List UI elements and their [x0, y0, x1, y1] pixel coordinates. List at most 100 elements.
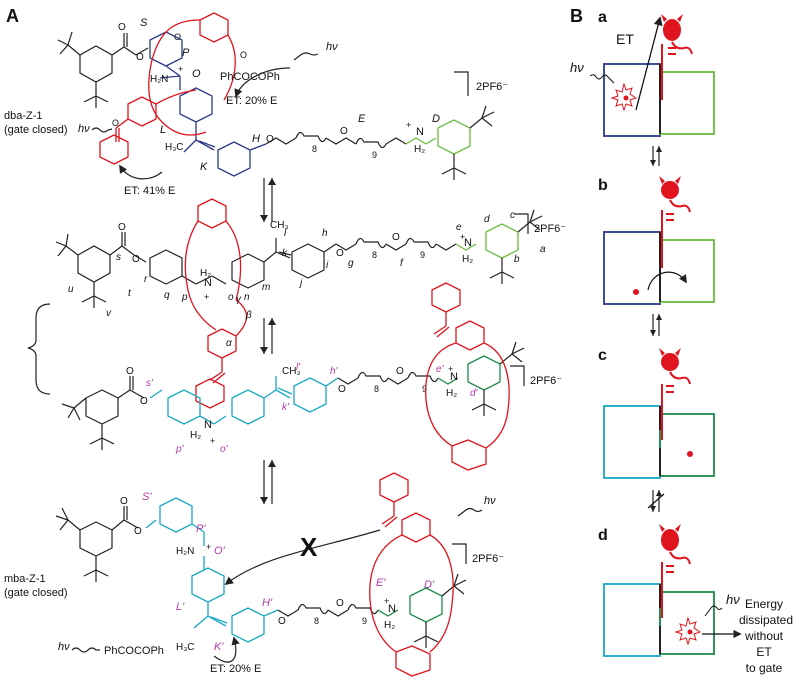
svg-text:O: O: [112, 118, 119, 128]
svg-text:E': E': [376, 577, 386, 589]
equilibrium-arrow-1: [260, 178, 276, 222]
svg-text:ET: 20% E: ET: 20% E: [210, 663, 261, 675]
svg-text:P: P: [182, 47, 190, 59]
svg-text:O: O: [134, 526, 142, 537]
svg-text:mba-Z-1: mba-Z-1: [4, 573, 46, 585]
scheme-a: a ET hν: [570, 9, 715, 137]
svg-text:L': L': [176, 601, 185, 613]
svg-text:O: O: [266, 134, 274, 145]
svg-text:c: c: [598, 347, 607, 364]
svg-text:d: d: [484, 214, 490, 225]
svg-text:v: v: [106, 308, 112, 319]
svg-text:PhCOCOPh: PhCOCOPh: [104, 645, 164, 657]
svg-text:p': p': [175, 444, 185, 455]
svg-text:8: 8: [372, 250, 377, 260]
svg-text:O: O: [120, 496, 128, 507]
arrow-b-c: [650, 314, 662, 336]
svg-text:+: +: [210, 436, 215, 446]
svg-text:m: m: [262, 282, 270, 293]
svg-text:dissipated: dissipated: [739, 613, 793, 627]
svg-text:K: K: [200, 161, 208, 173]
svg-text:H₂: H₂: [414, 144, 425, 155]
svg-text:P': P': [196, 523, 206, 535]
svg-text:e: e: [456, 222, 462, 233]
svg-text:j: j: [298, 278, 303, 289]
svg-text:H₂: H₂: [446, 388, 457, 399]
label-dba: dba-Z-1: [4, 110, 43, 122]
svg-text:+: +: [384, 596, 389, 606]
svg-text:E: E: [358, 113, 366, 125]
blocked-et-x: X: [300, 532, 318, 562]
svg-text:CH₃: CH₃: [270, 220, 289, 231]
svg-text:n: n: [244, 292, 250, 303]
svg-text:H₂N: H₂N: [150, 74, 168, 85]
svg-text:O: O: [118, 222, 126, 233]
svg-text:(gate closed): (gate closed): [4, 587, 68, 599]
svg-text:2PF6⁻: 2PF6⁻: [530, 375, 562, 387]
svg-text:q: q: [164, 290, 170, 301]
svg-text:α: α: [226, 338, 232, 349]
svg-text:D: D: [432, 113, 440, 125]
structure-e-1-ring-on-dbp: O O CH₃ H₂ N + O 8 O 9 + N: [61, 282, 562, 471]
svg-text:H₂N: H₂N: [176, 546, 194, 557]
svg-text:hν: hν: [726, 592, 740, 607]
svg-text:2PF6⁻: 2PF6⁻: [534, 223, 566, 235]
svg-text:O: O: [136, 52, 144, 63]
svg-text:PhCOCOPh: PhCOCOPh: [220, 71, 280, 83]
equilibrium-arrow-mid: [260, 318, 276, 354]
svg-text:h: h: [322, 228, 328, 239]
svg-text:f: f: [400, 258, 404, 269]
svg-text:H': H': [262, 597, 273, 609]
svg-text:k': k': [282, 402, 290, 413]
svg-text:N: N: [388, 603, 396, 615]
svg-text:+: +: [406, 120, 411, 130]
arrow-a-b: [650, 146, 662, 166]
svg-text:H₃C: H₃C: [165, 142, 184, 153]
svg-text:H: H: [252, 133, 260, 145]
panel-label-b: B: [570, 6, 583, 26]
svg-text:9: 9: [422, 384, 427, 394]
structure-e-1-ring-on-ammonium: O O O 8 O 9 CH₃ + N H₂ H₂ N +: [55, 198, 566, 409]
svg-text:N: N: [450, 371, 458, 383]
svg-text:ET: ET: [616, 31, 634, 47]
arrow-c-d-blocked: [647, 490, 665, 512]
svg-text:k: k: [282, 248, 288, 259]
svg-text:N: N: [416, 126, 424, 138]
svg-text:N: N: [464, 237, 472, 249]
svg-text:O: O: [338, 384, 346, 395]
svg-text:l': l': [296, 362, 301, 373]
svg-text:h': h': [330, 366, 339, 377]
svg-text:(gate closed): (gate closed): [4, 124, 68, 136]
svg-text:H₃C: H₃C: [176, 642, 195, 653]
svg-text:c: c: [510, 210, 515, 221]
svg-text:+: +: [448, 364, 453, 374]
svg-text:9: 9: [420, 250, 425, 260]
svg-text:ET: 41% E: ET: 41% E: [124, 185, 175, 197]
scheme-b: b: [598, 176, 715, 305]
svg-text:2PF6⁻: 2PF6⁻: [472, 553, 504, 565]
svg-text:γ: γ: [236, 294, 242, 305]
structure-mba-z-1: O O H₂N + H₃C S' P' O' L' K' H' E' D': [4, 472, 504, 677]
scheme-d: d hν Energy dissipated without ET to gat…: [598, 524, 793, 675]
svg-text:+: +: [178, 64, 183, 74]
svg-text:b: b: [598, 177, 608, 194]
svg-text:K': K': [214, 641, 224, 653]
svg-text:a: a: [540, 244, 546, 255]
svg-text:O: O: [336, 248, 344, 259]
svg-text:d: d: [598, 527, 608, 544]
svg-text:b: b: [514, 254, 520, 265]
svg-text:s': s': [146, 378, 154, 389]
svg-text:ET: 20% E: ET: 20% E: [226, 95, 277, 107]
svg-text:8: 8: [312, 144, 317, 154]
svg-text:9: 9: [362, 616, 367, 626]
svg-text:p: p: [181, 292, 188, 303]
svg-text:u: u: [68, 284, 74, 295]
svg-text:N: N: [204, 419, 212, 431]
svg-text:to gate: to gate: [746, 661, 783, 675]
svg-text:O: O: [278, 616, 286, 627]
svg-text:e': e': [436, 364, 445, 375]
svg-text:O: O: [174, 32, 181, 42]
svg-text:ET: ET: [756, 645, 772, 659]
svg-text:s: s: [116, 252, 121, 263]
